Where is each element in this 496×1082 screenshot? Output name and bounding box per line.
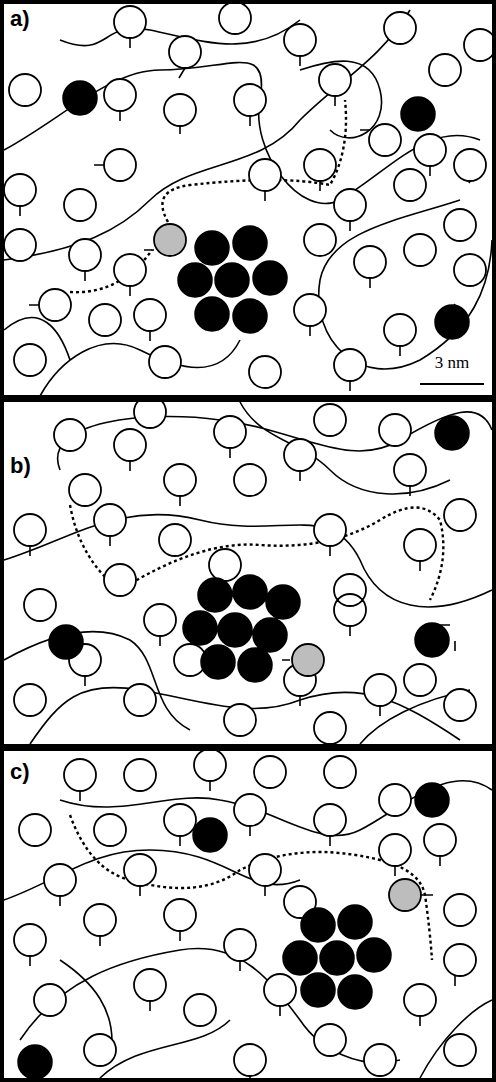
scale-label: 3 nm: [433, 354, 471, 373]
panel-label: b): [8, 454, 33, 478]
panel-frame: [2, 400, 494, 746]
panel-label: c): [8, 760, 32, 784]
panel-label: a): [8, 7, 32, 31]
black-particle: [18, 81, 469, 1079]
scale-bar: [420, 383, 484, 385]
open-bead: [4, 2, 496, 1076]
grey-bead: [154, 224, 421, 911]
panel-frame: [2, 749, 494, 1080]
panel-frame: [2, 2, 494, 397]
